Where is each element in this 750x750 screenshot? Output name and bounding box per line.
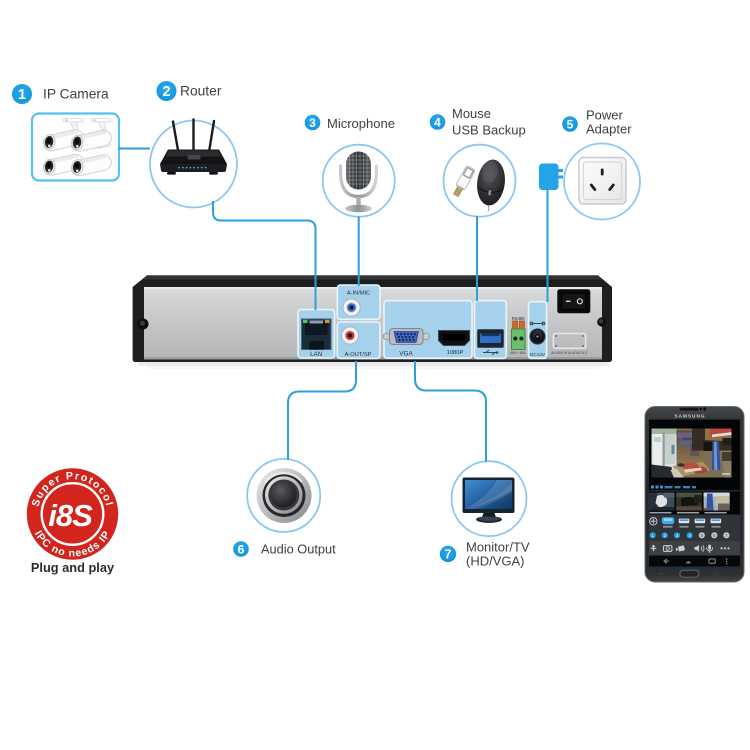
svg-text:5: 5 [567, 118, 574, 132]
svg-text:ALARM IN ALARM OUT: ALARM IN ALARM OUT [551, 351, 588, 355]
svg-text:i8S: i8S [48, 498, 93, 533]
svg-text:VGA: VGA [399, 350, 413, 357]
svg-text:5: 5 [701, 533, 704, 538]
svg-text:3: 3 [676, 533, 679, 538]
svg-text:DC12V: DC12V [530, 352, 546, 357]
svg-text:A-IN/MIC: A-IN/MIC [347, 291, 370, 297]
svg-text:IP Camera: IP Camera [43, 87, 109, 102]
svg-text:Mouse: Mouse [452, 106, 491, 121]
svg-text:485+ 485-: 485+ 485- [510, 351, 527, 355]
svg-text:2: 2 [664, 533, 667, 538]
svg-text:SAMSUNG: SAMSUNG [675, 414, 706, 419]
svg-text:2: 2 [162, 84, 170, 100]
svg-text:Plug and play: Plug and play [31, 560, 115, 575]
svg-text:Microphone: Microphone [327, 116, 395, 131]
svg-text:1080P: 1080P [447, 350, 464, 356]
svg-text:7: 7 [445, 548, 452, 562]
svg-text:Power: Power [586, 108, 624, 123]
svg-text:4: 4 [688, 533, 691, 538]
svg-text:A-OUT/SP: A-OUT/SP [345, 352, 372, 358]
svg-text:LAN: LAN [310, 351, 322, 358]
svg-text:RS485: RS485 [512, 316, 525, 321]
svg-text:(HD/VGA): (HD/VGA) [466, 554, 525, 569]
svg-text:Router: Router [180, 84, 222, 99]
svg-text:4: 4 [434, 116, 441, 130]
svg-text:1: 1 [651, 533, 654, 538]
svg-text:1: 1 [18, 87, 26, 103]
svg-text:7: 7 [725, 533, 728, 538]
svg-text:3: 3 [309, 116, 316, 130]
svg-text:6: 6 [238, 543, 245, 557]
svg-text:USB Backup: USB Backup [452, 123, 526, 138]
svg-text:Monitor/TV: Monitor/TV [466, 540, 530, 555]
svg-text:Adapter: Adapter [586, 122, 632, 137]
svg-text:Audio Output: Audio Output [261, 542, 336, 557]
svg-text:6: 6 [713, 533, 716, 538]
